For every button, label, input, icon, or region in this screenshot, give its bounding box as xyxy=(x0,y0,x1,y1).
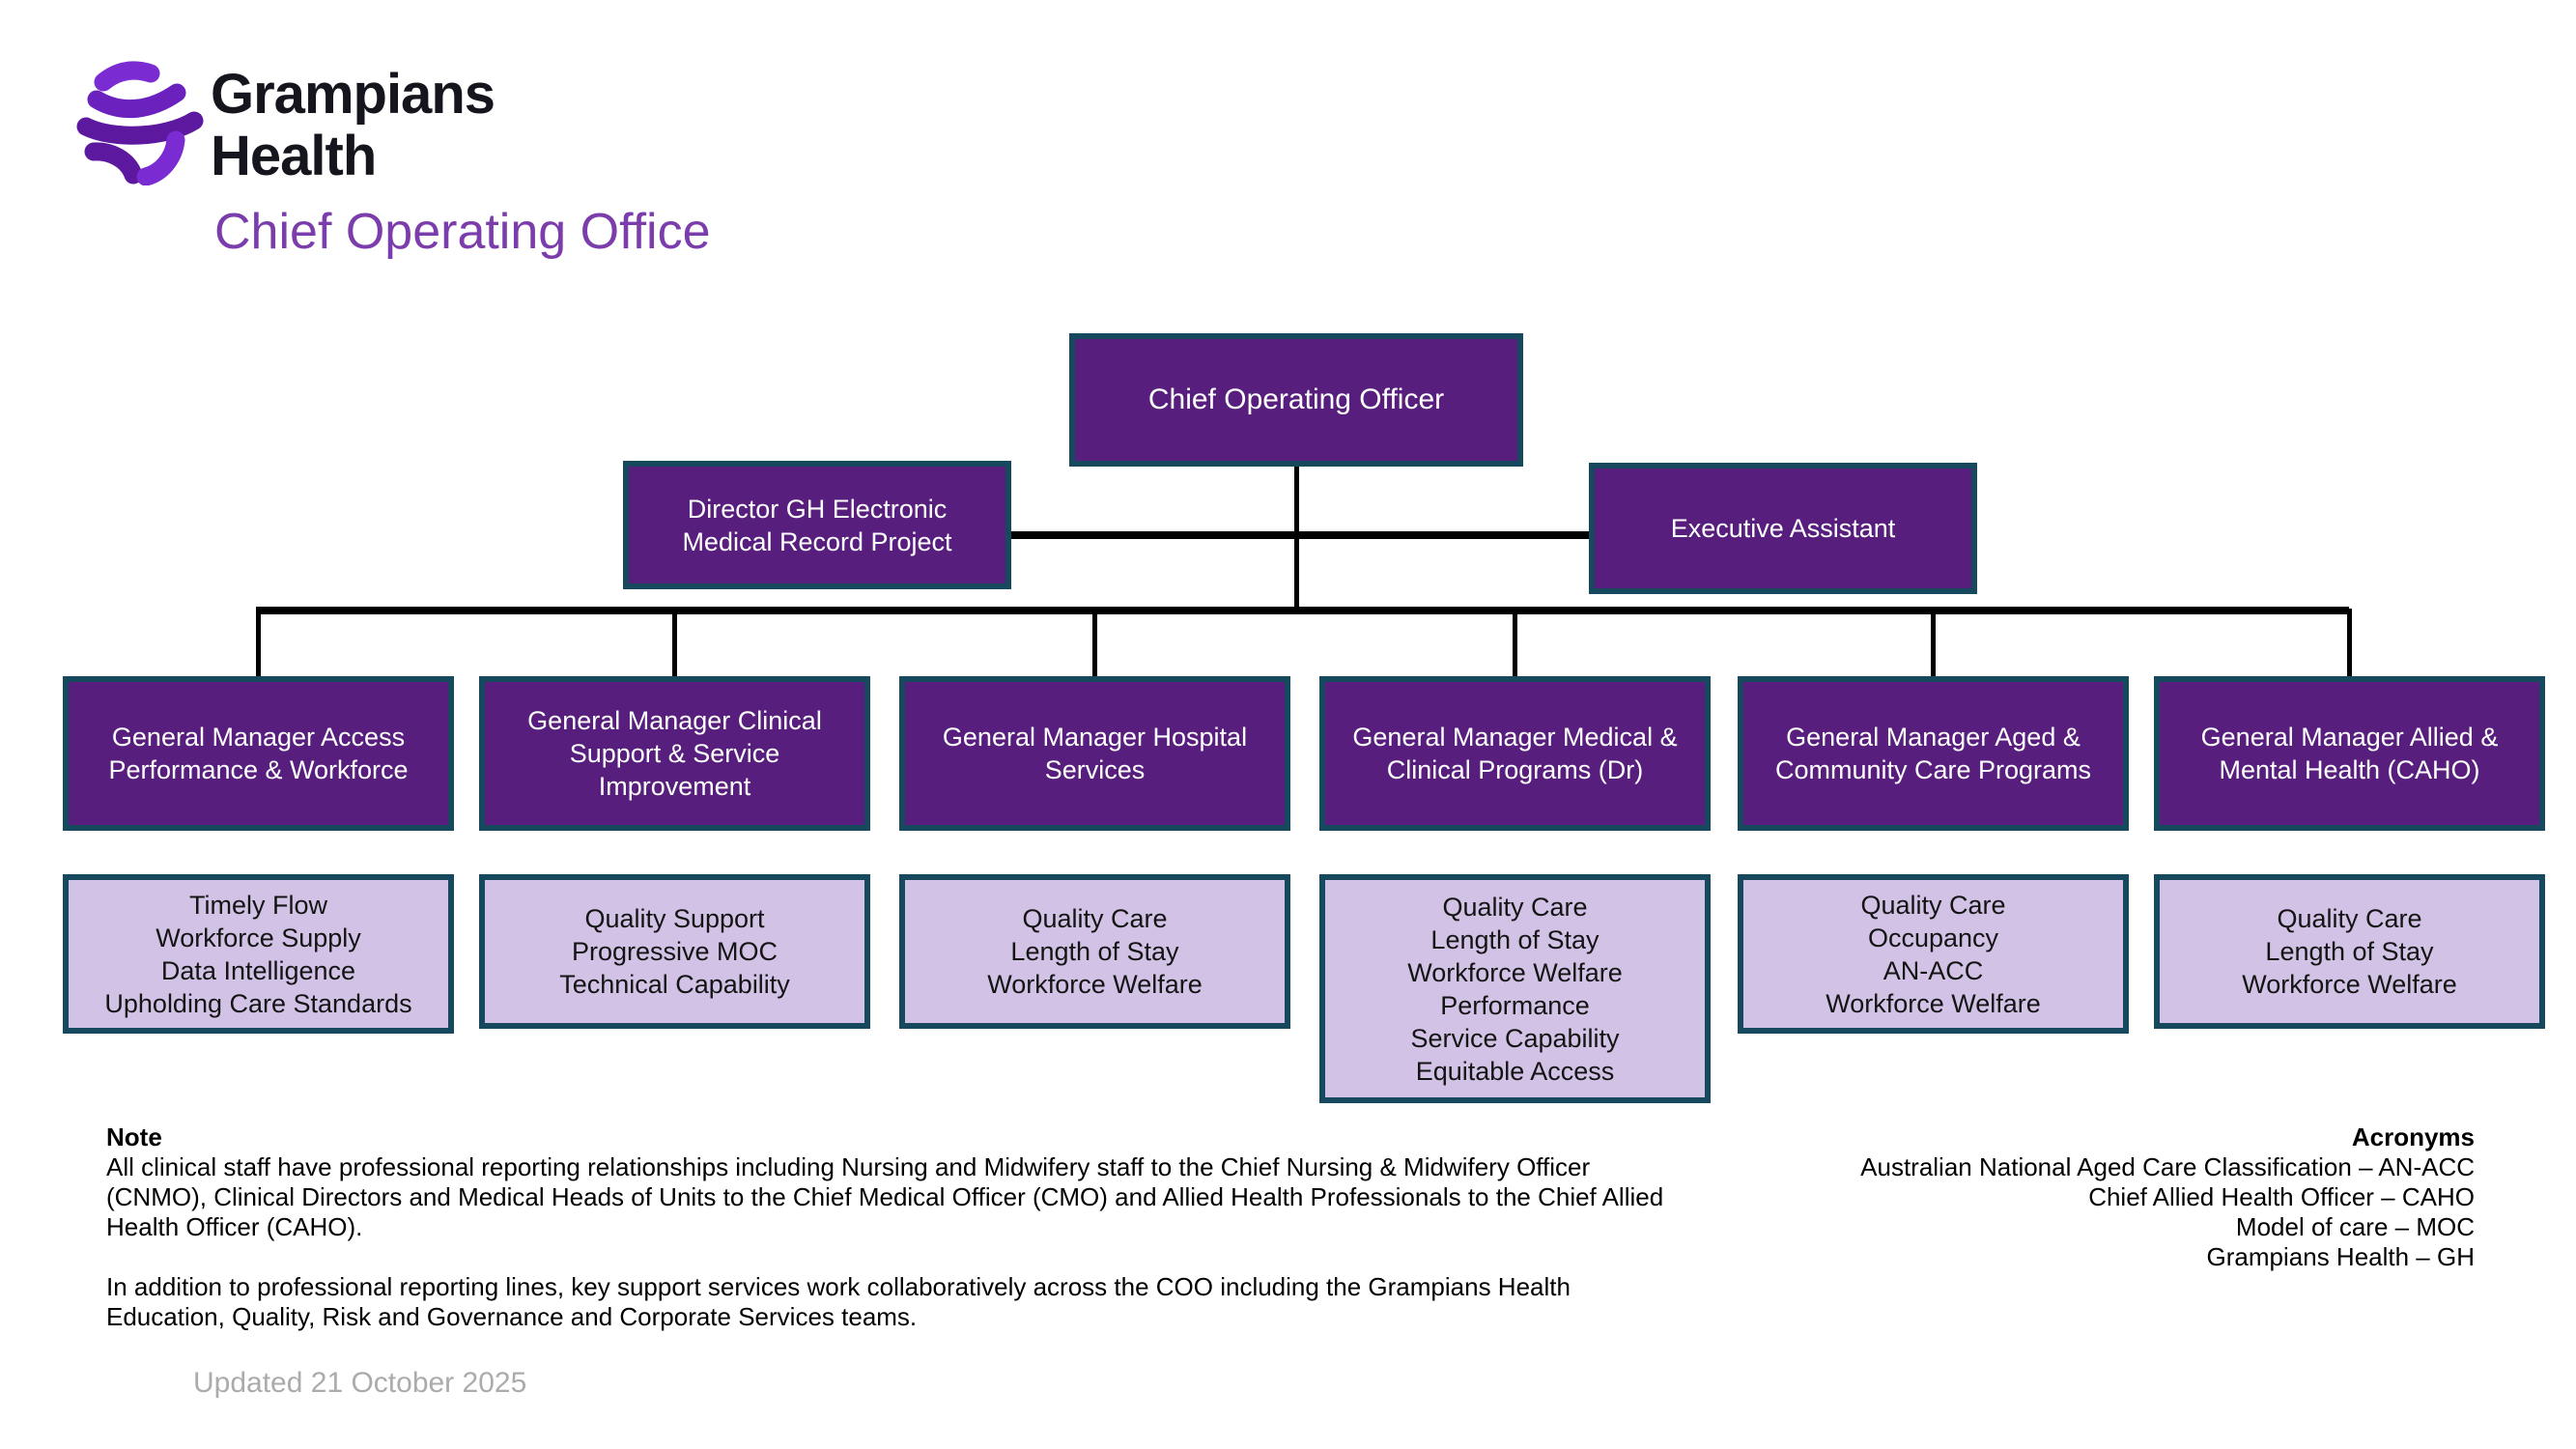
brand-name-line1: Grampians xyxy=(211,63,495,126)
updated-date: Updated 21 October 2025 xyxy=(193,1367,527,1399)
list-line: Quality Care xyxy=(1022,904,1168,933)
connector-drop-4 xyxy=(1513,609,1517,678)
connector-drop-3 xyxy=(1092,609,1097,678)
acronyms-heading: Acronyms xyxy=(2351,1122,2475,1151)
connector-coo-vertical xyxy=(1294,467,1299,612)
org-box-executive-assistant: Executive Assistant xyxy=(1589,463,1977,594)
note-paragraph-1: All clinical staff have professional rep… xyxy=(106,1152,1664,1241)
acronyms-section: Acronyms Australian National Aged Care C… xyxy=(1683,1122,2475,1272)
list-line: Occupancy xyxy=(1867,923,1999,952)
list-line: Length of Stay xyxy=(2265,937,2434,966)
connector-drop-2 xyxy=(672,609,677,678)
list-line: Quality Care xyxy=(1860,890,2006,920)
list-line: Workforce Welfare xyxy=(1407,957,1623,987)
list-line: Service Capability xyxy=(1410,1023,1620,1053)
list-line: Performance xyxy=(1440,990,1590,1020)
list-line: Upholding Care Standards xyxy=(104,988,412,1018)
connector-drop-6 xyxy=(2347,609,2352,678)
note-section: Note All clinical staff have professiona… xyxy=(106,1122,1695,1332)
note-paragraph-2: In addition to professional reporting li… xyxy=(106,1272,1571,1331)
list-line: Equitable Access xyxy=(1415,1056,1615,1086)
connector-drop-1 xyxy=(256,609,261,678)
org-box-gm-clinical-support: General Manager Clinical Support & Servi… xyxy=(479,676,870,831)
org-box-gm-medical-clinical-programs: General Manager Medical & Clinical Progr… xyxy=(1319,676,1711,831)
list-line: AN-ACC xyxy=(1882,955,1984,985)
brand-name-line2: Health xyxy=(211,125,377,187)
org-box-director-emr-project: Director GH Electronic Medical Record Pr… xyxy=(623,461,1011,589)
acronyms-list: Australian National Aged Care Classifica… xyxy=(1683,1152,2475,1272)
list-line: Length of Stay xyxy=(1010,937,1179,966)
list-line: Model of care – MOC xyxy=(2235,1212,2475,1241)
connector-managers-bus xyxy=(256,607,2349,614)
list-line: Quality Care xyxy=(1442,892,1588,922)
list-line: Workforce Welfare xyxy=(1826,988,2041,1018)
connector-director-ea xyxy=(1009,531,1591,539)
list-line: Progressive MOC xyxy=(571,937,778,966)
list-line: Workforce Supply xyxy=(156,923,361,952)
list-line: Chief Allied Health Officer – CAHO xyxy=(2088,1182,2475,1211)
list-line: Quality Care xyxy=(2277,904,2422,933)
list-line: Workforce Welfare xyxy=(987,970,1203,999)
brand-name: Grampians Health xyxy=(211,64,495,187)
list-line: Data Intelligence xyxy=(160,955,356,985)
org-box-gm-aged-community-care: General Manager Aged & Community Care Pr… xyxy=(1738,676,2129,831)
list-line: Workforce Welfare xyxy=(2242,970,2457,999)
org-box-gm-hospital-services: General Manager Hospital Services xyxy=(899,676,1290,831)
connector-drop-5 xyxy=(1931,609,1936,678)
page-title: Chief Operating Office xyxy=(214,204,711,260)
list-line: Technical Capability xyxy=(559,970,790,999)
list-line: Length of Stay xyxy=(1430,924,1599,954)
org-box-chief-operating-officer: Chief Operating Officer xyxy=(1069,333,1523,467)
list-line: Timely Flow xyxy=(188,890,327,920)
note-heading: Note xyxy=(106,1122,162,1151)
list-line: Grampians Health – GH xyxy=(2206,1242,2475,1271)
grampians-health-logo-icon xyxy=(76,61,204,185)
list-line: Australian National Aged Care Classifica… xyxy=(1860,1152,2475,1181)
org-box-gm-access-performance-workforce: General Manager Access Performance & Wor… xyxy=(63,676,454,831)
org-box-gm-allied-mental-health: General Manager Allied & Mental Health (… xyxy=(2154,676,2545,831)
list-line: Quality Support xyxy=(584,904,765,933)
